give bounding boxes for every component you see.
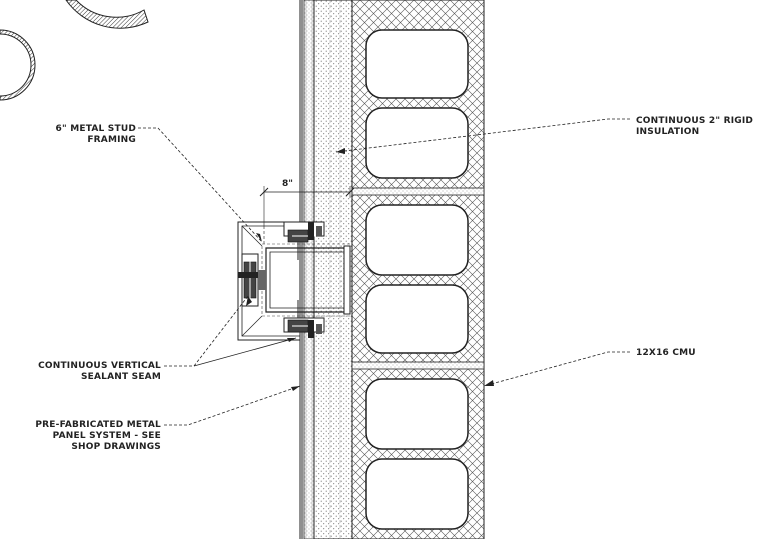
- dimension-label: 8": [282, 179, 293, 189]
- leader-lines: [138, 118, 630, 426]
- section-marker: [0, 0, 149, 101]
- label-cmu: 12X16 CMU: [636, 348, 696, 358]
- dimension-8in: [259, 186, 355, 244]
- panel-joint-assembly: [237, 221, 351, 341]
- leader-arrowheads: [246, 148, 494, 391]
- label-metal-stud-framing: 6" METAL STUD FRAMING: [55, 124, 136, 145]
- air-space: [303, 0, 315, 539]
- label-metal-panel-system: PRE-FABRICATED METAL PANEL SYSTEM - SEE …: [35, 420, 161, 452]
- label-rigid-insulation: CONTINUOUS 2" RIGID INSULATION: [636, 116, 754, 137]
- label-sealant-seam: CONTINUOUS VERTICAL SEALANT SEAM: [38, 361, 161, 382]
- cmu-wall: [351, 0, 485, 539]
- metal-panel-line: [299, 0, 303, 539]
